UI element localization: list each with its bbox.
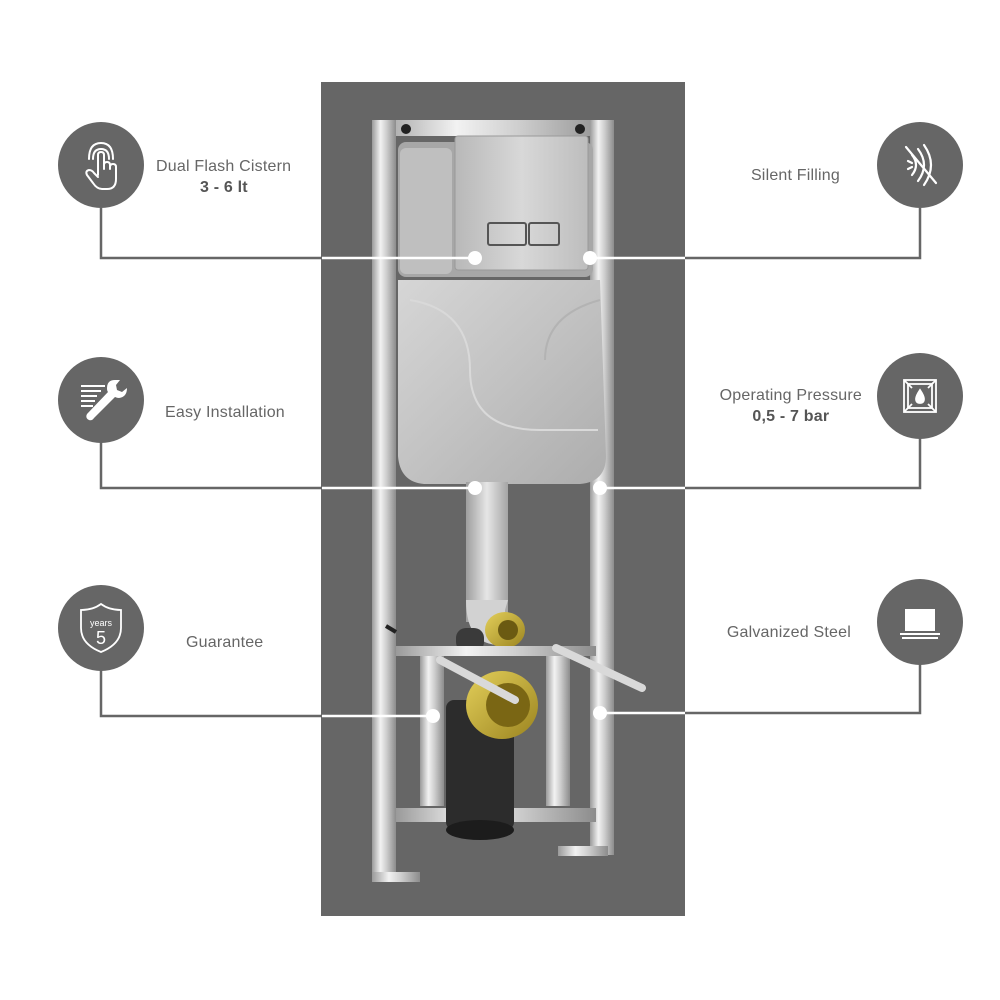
pressure-gauge-icon [903,379,937,413]
support-rod-stub [384,624,398,634]
easy-installation-label: Easy Installation [165,402,285,423]
guarantee-label: Guarantee [186,632,263,653]
cistern-tank-curve-2 [544,299,601,361]
dual-flash-spec: 3 - 6 lt [200,179,248,196]
waste-pipe-bottom [446,820,514,840]
cistern-tank-curve [409,299,598,431]
cistern-tank [398,280,606,484]
frame-left-upright [372,120,396,880]
easy-installation-badge [58,357,144,443]
silent-filling-badge [877,122,963,208]
guarantee-title: Guarantee [186,634,264,651]
frame-right-upright [590,120,614,855]
flush-button-large [528,222,560,246]
flush-plate [454,135,589,271]
inner-bracket-right [546,656,570,806]
galvanized-steel-label: Galvanized Steel [727,622,851,643]
muted-sound-icon [904,143,938,187]
easy-installation-title: Easy Installation [165,404,285,421]
frame-foot-left [372,872,420,882]
silent-filling-label: Silent Filling [751,165,840,186]
inner-bracket-left [420,656,444,806]
operating-pressure-spec: 0,5 - 7 bar [752,408,830,425]
svg-text:years: years [90,618,113,628]
inlet-fitting-hole [498,620,518,640]
operating-pressure-title: Operating Pressure [719,387,862,404]
support-rod-right [552,644,646,692]
galvanized-steel-badge [877,579,963,665]
frame-foot-right [558,846,608,856]
silent-filling-title: Silent Filling [750,167,840,184]
shield-icon: years 5 [80,602,122,653]
operating-pressure-label: Operating Pressure 0,5 - 7 bar [720,385,862,427]
frame-bolt-right [575,124,585,134]
frame-bolt-left [401,124,411,134]
cistern-side-housing [400,148,452,274]
guarantee-badge: years 5 [58,585,144,671]
wrench-icon [81,380,127,421]
frame-cross-bar-upper [396,646,596,656]
galvanized-steel-title: Galvanized Steel [726,624,851,641]
operating-pressure-badge [877,353,963,439]
touch-hand-icon [85,142,117,190]
steel-sheet-icon [900,609,940,639]
dual-flash-label: Dual Flash Cistern 3 - 6 lt [156,156,291,198]
flush-pipe [466,482,508,622]
dual-flash-title: Dual Flash Cistern [156,158,292,175]
dual-flash-badge [58,122,144,208]
support-rod-left [436,656,519,704]
frame-top-bar [372,120,614,136]
flush-button-small [487,222,527,246]
svg-text:5: 5 [96,628,106,648]
